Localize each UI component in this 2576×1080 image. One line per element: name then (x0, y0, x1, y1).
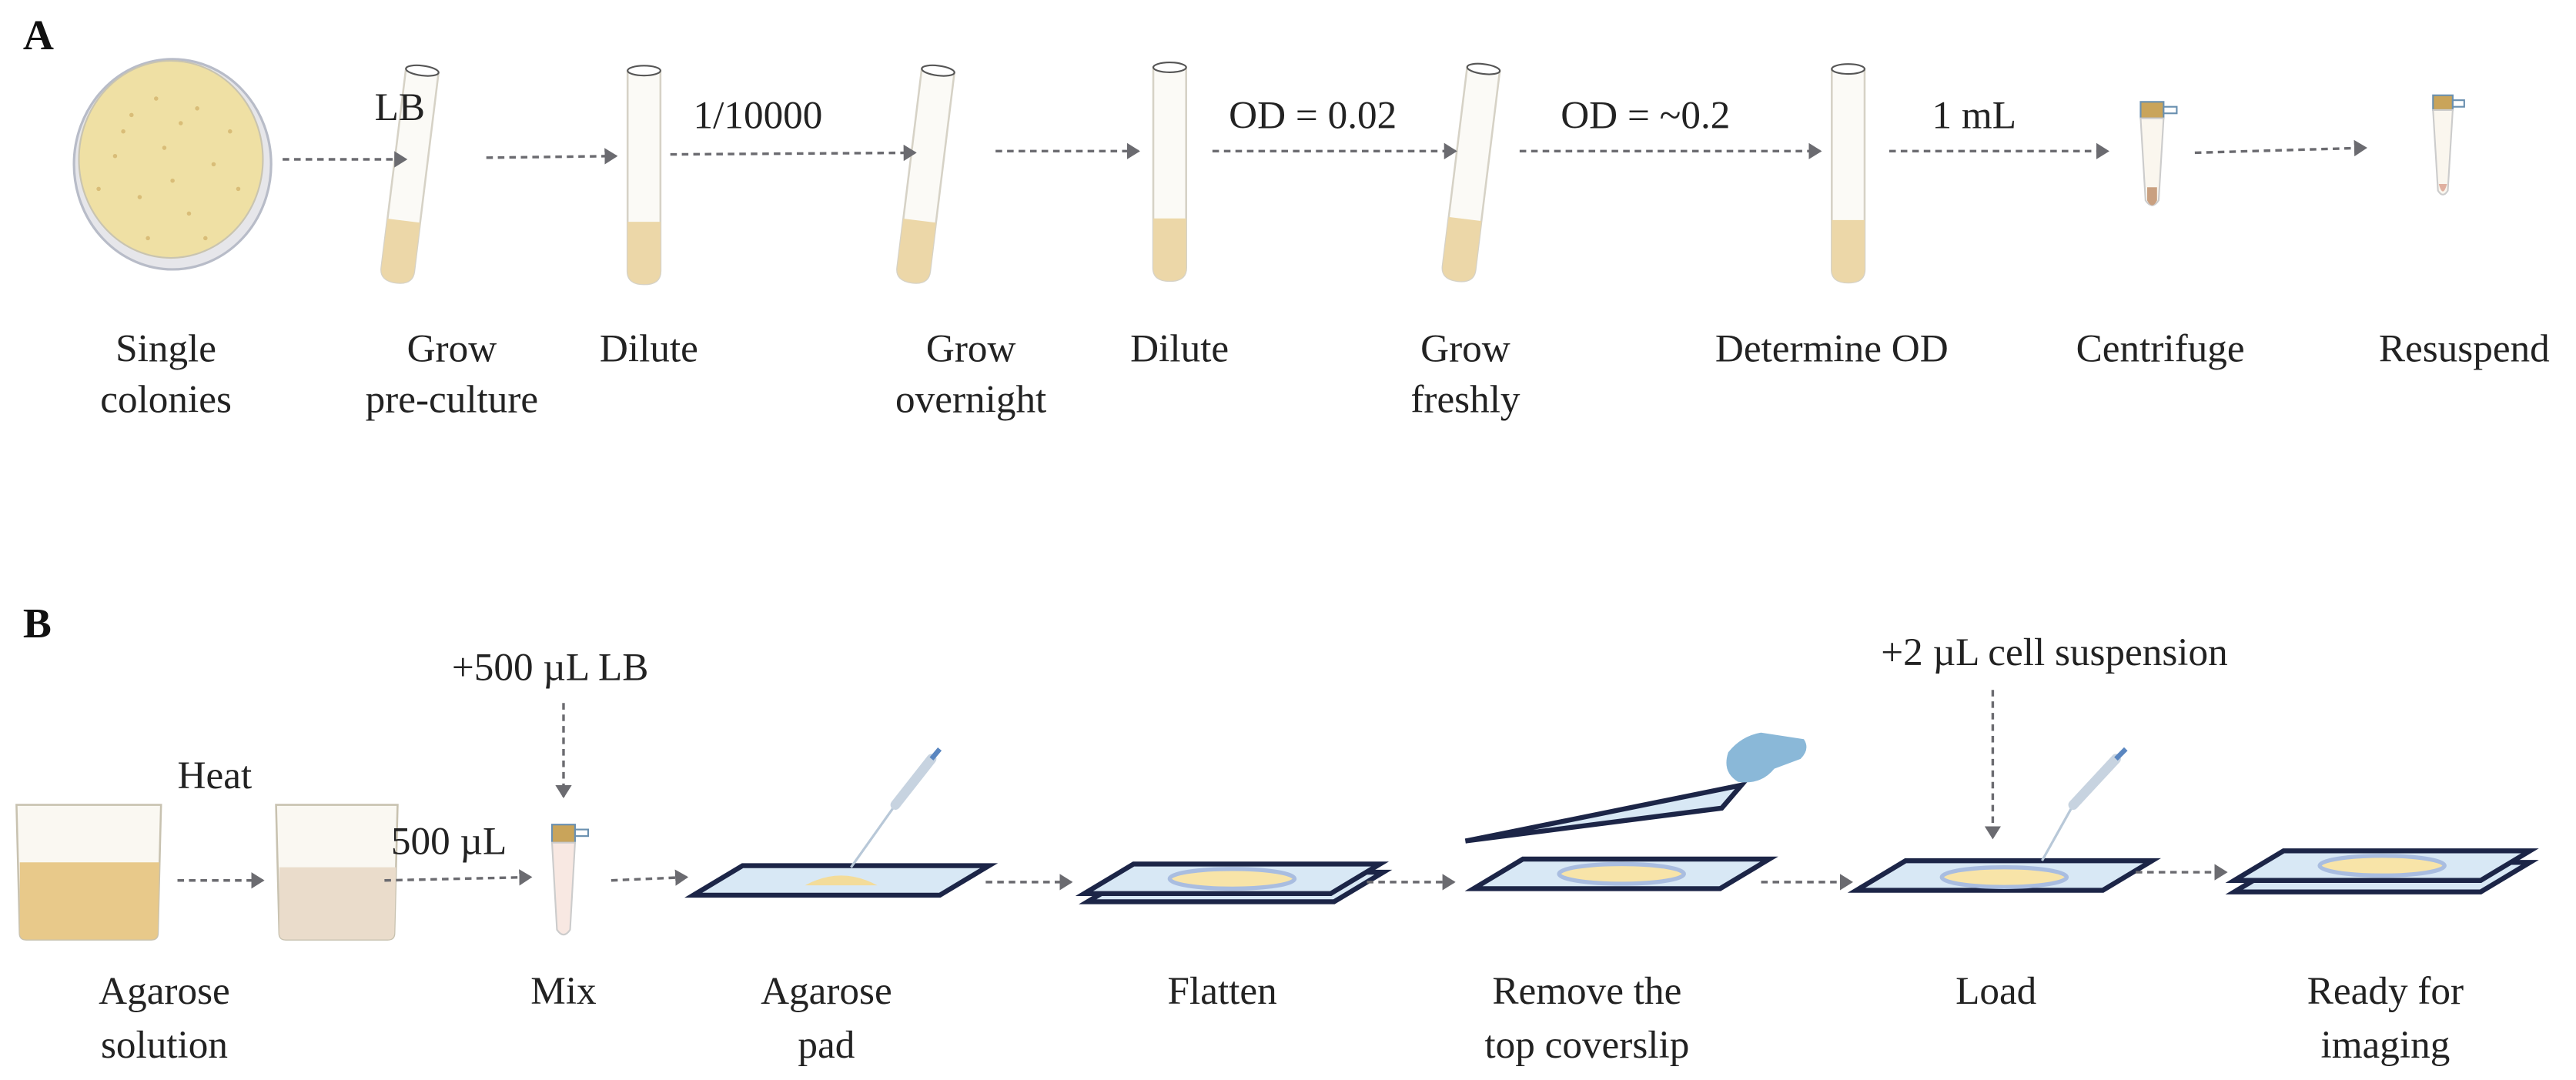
beaker-agarose-icon (15, 804, 162, 941)
lifted-coverslip-icon (1464, 781, 1748, 844)
remove-coverslip-slide-icon (1474, 859, 1769, 888)
beaker-heated-icon (275, 804, 399, 941)
ready-slide-icon (2234, 851, 2530, 891)
step-label: Resuspend (2379, 326, 2550, 370)
annotation-dilution: 1/10000 (694, 93, 823, 137)
centrifuge-tube-icon (2139, 101, 2178, 206)
flow-arrows-a (283, 139, 2367, 168)
step-label: Determine OD (1715, 326, 1949, 370)
annotation-500ul: 500 µL (391, 820, 507, 864)
tube-dilute-2-icon (1152, 61, 1187, 283)
flow-arrows-b (177, 690, 2228, 891)
tube-dilute-1-icon (626, 65, 662, 286)
step-label: Centrifuge (2076, 326, 2245, 370)
annotation-heat: Heat (178, 754, 253, 797)
load-slide-icon (1856, 861, 2152, 890)
annotation-add-lb: +500 µL LB (452, 645, 649, 689)
panel-b-label: B (23, 600, 52, 647)
annotation-lb: LB (375, 85, 425, 129)
step-label: Dilute (600, 326, 698, 370)
annotation-od-02: OD = ~0.2 (1561, 93, 1730, 137)
step-label: Flatten (1168, 969, 1277, 1013)
step-label: Load (1955, 969, 2036, 1013)
tube-overnight-icon (895, 62, 956, 286)
flatten-slide-icon (1084, 864, 1383, 901)
petri-dish-icon (72, 58, 273, 271)
pipette-icon (850, 747, 942, 868)
annotation-add-cells: +2 µL cell suspension (1881, 630, 2227, 674)
agarose-pad-slide-icon (694, 866, 989, 895)
pipette-load-icon (2041, 747, 2128, 861)
mix-tube-icon (550, 824, 590, 936)
annotation-1ml: 1 mL (1932, 93, 2016, 137)
step-label: Mix (530, 969, 596, 1013)
tube-determine-od-icon (1831, 62, 1866, 284)
resuspend-tube-icon (2432, 94, 2465, 196)
panel-a-label: A (23, 12, 54, 59)
tube-freshly-icon (1440, 61, 1502, 284)
gloved-hand-icon (1726, 732, 1807, 783)
annotation-od-002: OD = 0.02 (1229, 93, 1397, 137)
step-label: Dilute (1130, 326, 1229, 370)
